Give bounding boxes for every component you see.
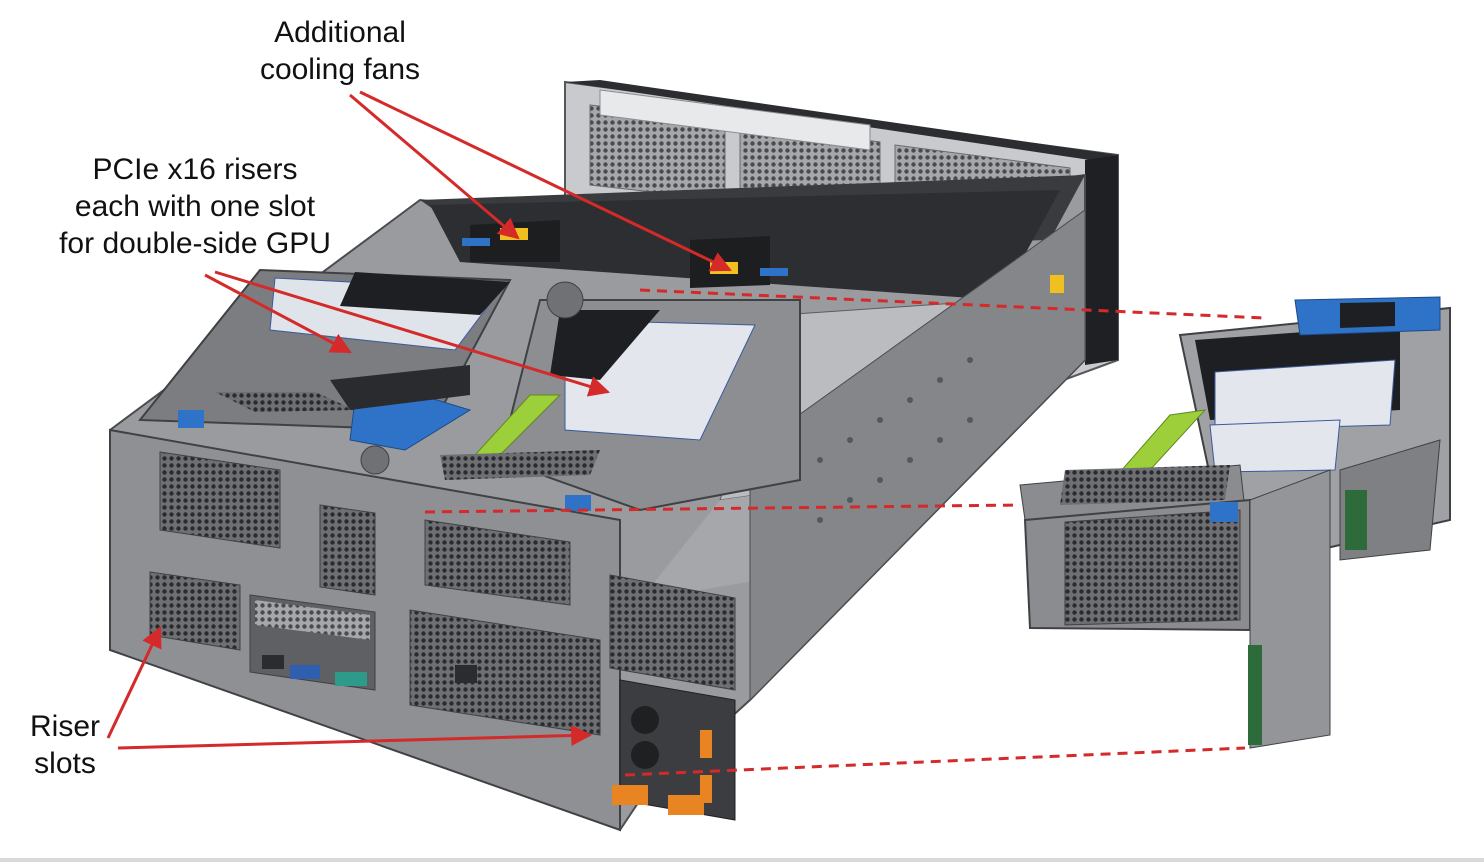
release-latch-icon [178,410,204,428]
psu-handle-1 [700,730,712,758]
bottom-border [0,858,1484,862]
arrow-riser-1 [204,273,352,354]
callout-arrows [106,90,732,750]
callout-cooling-fans-line-1: Additional [274,16,406,49]
callout-riser-slots: Riser slots [0,708,130,782]
removed-riser [1019,296,1451,749]
callout-cooling-fans: Additional cooling fans [230,14,450,88]
riser-cage-center [360,281,801,512]
callout-riser-slots-line-1: Riser [29,710,100,743]
alignment-line-top [639,288,1266,320]
arrow-slot-1 [106,626,162,739]
callout-pcie-risers-line-2: each with one slot [74,190,316,223]
arrow-fan-2 [359,90,732,272]
callout-pcie-risers-line-1: PCIe x16 risers [92,153,298,186]
callout-pcie-risers: PCIe x16 risers each with one slot for d… [20,151,370,262]
riser-cage-left [137,268,512,451]
callout-pcie-risers-line-3: for double-side GPU [59,227,331,260]
callout-cooling-fans-line-2: cooling fans [259,53,421,86]
arrow-fan-1 [349,93,520,240]
callout-riser-slots-line-2: slots [34,747,96,780]
alignment-line-middle [424,503,1021,514]
release-latch-icon [565,495,591,511]
alignment-line-bottom [624,746,1246,777]
arrow-slot-2 [117,725,593,750]
alignment-lines [424,288,1266,777]
release-latch-icon [1210,502,1238,522]
arrow-riser-2 [214,270,611,397]
rear-panel [109,428,736,832]
